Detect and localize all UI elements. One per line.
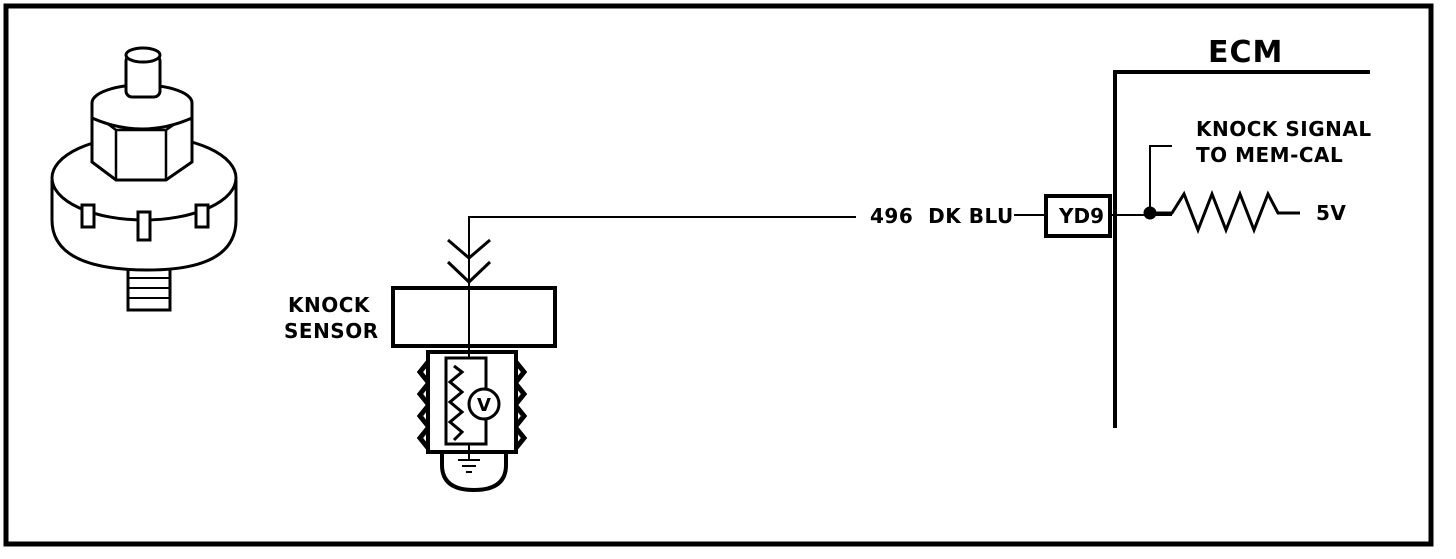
signal-wire xyxy=(468,214,1046,236)
sensor-label-line2: SENSOR xyxy=(284,319,379,343)
wire-label: 496 DK BLU xyxy=(870,204,1014,228)
meter-symbol: V xyxy=(477,395,491,416)
junction-dot xyxy=(1143,206,1157,220)
sensor-hex-head xyxy=(391,286,557,348)
pull-up-resistor xyxy=(1150,189,1300,235)
ecm-block xyxy=(1044,70,1370,428)
knock-signal-label-line1: KNOCK SIGNAL xyxy=(1196,117,1372,141)
diagram-frame xyxy=(3,3,1434,547)
knock-sensor-schematic xyxy=(391,217,557,493)
knock-signal-label-line2: TO MEM-CAL xyxy=(1196,143,1343,167)
ecm-label: ECM xyxy=(1208,35,1283,70)
sensor-label-line1: KNOCK xyxy=(288,293,371,317)
ground-icon xyxy=(458,444,480,473)
knock-sensor-illustration xyxy=(50,46,238,312)
internal-resistor xyxy=(447,364,465,442)
pin-label: YD9 xyxy=(1058,204,1104,228)
ecm-boundary xyxy=(1113,70,1370,428)
voltage-meter-icon xyxy=(467,387,501,421)
reference-voltage-label: 5V xyxy=(1316,201,1346,225)
